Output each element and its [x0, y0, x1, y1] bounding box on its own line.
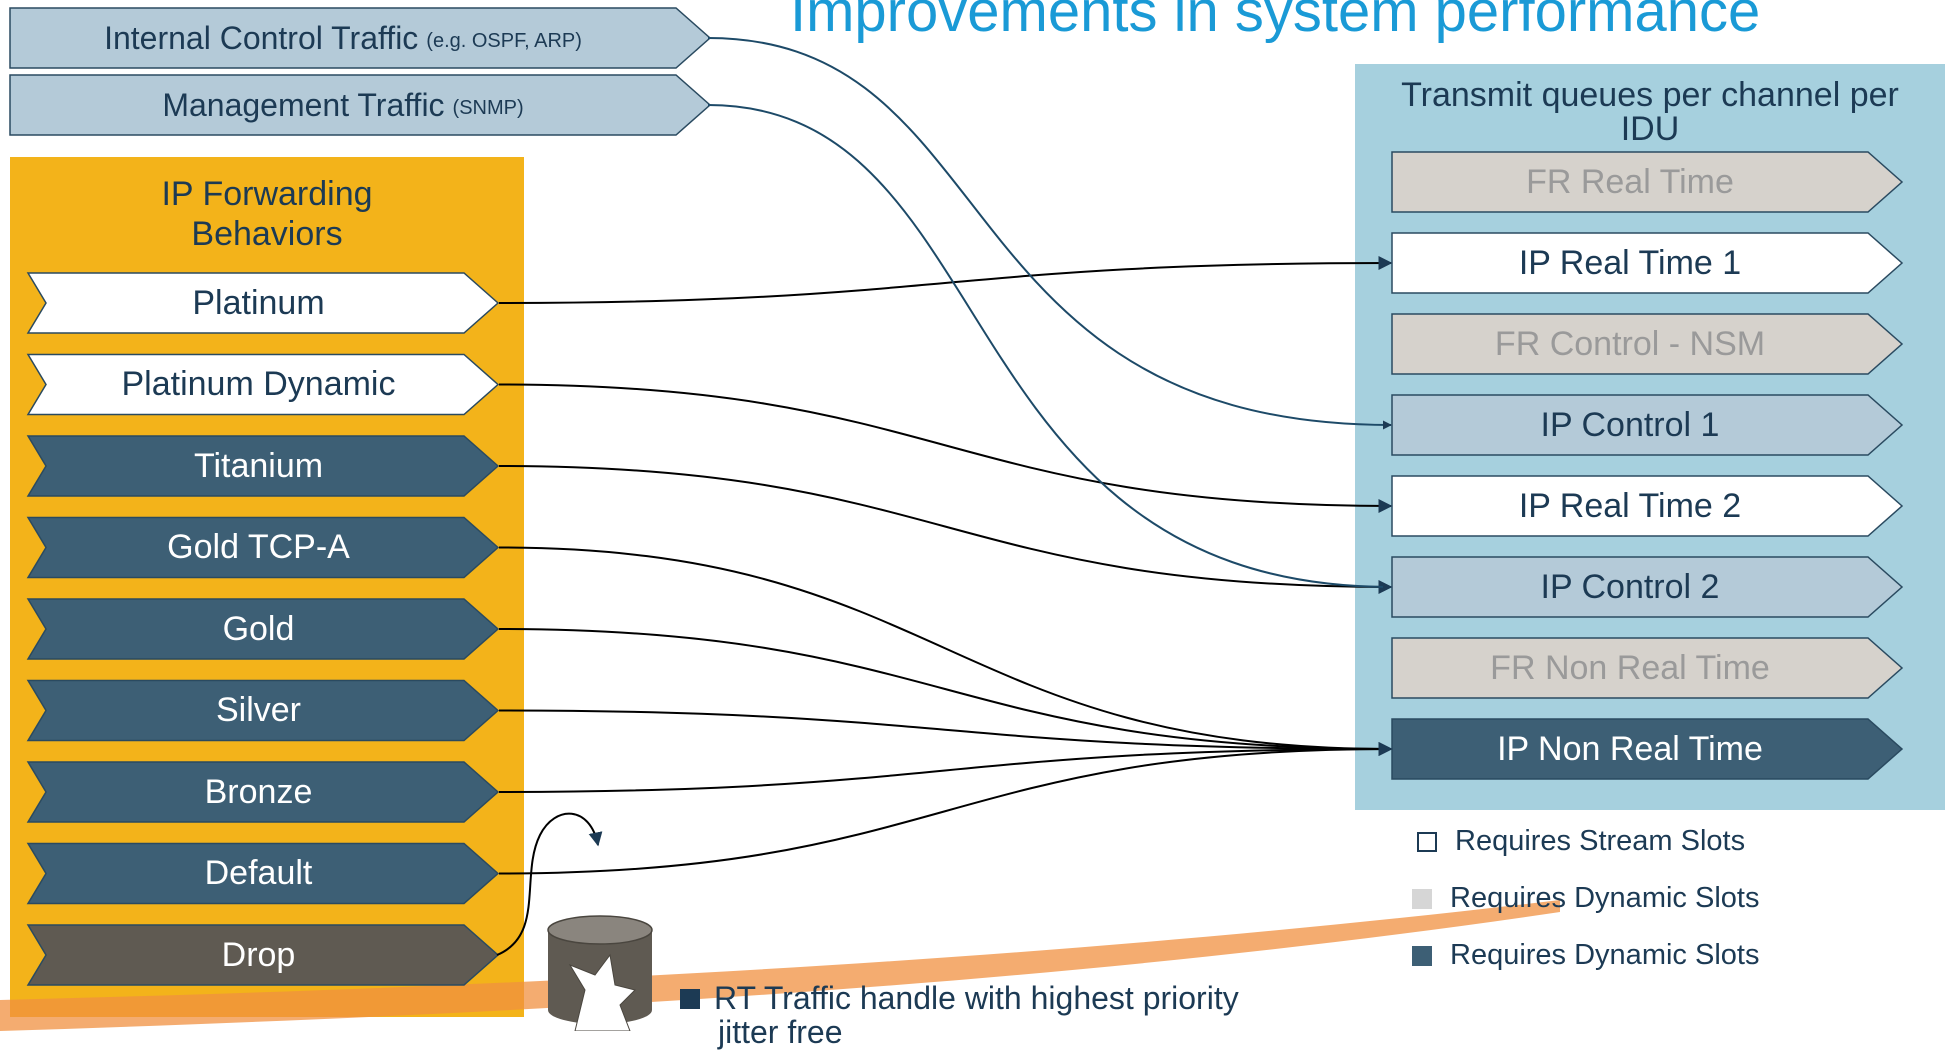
legend-label-stream: Requires Stream Slots [1455, 825, 1746, 857]
queue-chevron-3 [1391, 394, 1904, 456]
behavior-chevron-7 [26, 842, 500, 905]
queue-chevron-1 [1391, 232, 1904, 294]
queue-chevron-4 [1391, 475, 1904, 537]
connector-management [707, 104, 1392, 592]
behavior-chevron-8 [26, 924, 500, 986]
behavior-chevron-0 [26, 272, 500, 334]
queue-chevron-6 [1391, 637, 1904, 699]
legend-row-stream: Requires Stream Slots [1412, 825, 1745, 858]
input-box-1 [9, 74, 712, 136]
behavior-chevron-2 [26, 435, 500, 497]
queue-chevron-7 [1391, 718, 1904, 780]
connector-behavior-3 [498, 546, 1393, 756]
transmit-queues-title-line2: IDU [1620, 110, 1680, 148]
queue-chevron-0 [1391, 151, 1904, 213]
legend-swatch-light [1412, 888, 1432, 909]
behavior-chevron-1 [26, 353, 500, 416]
legend-swatch-dark [1412, 945, 1432, 966]
page-title: Improvements in system performance [790, 0, 1761, 44]
connector-behavior-2 [498, 465, 1393, 594]
decorative-swoosh [0, 900, 1560, 1031]
connector-internal-control [707, 37, 1392, 430]
ip-forwarding-title-line1: IP Forwarding [161, 175, 373, 213]
bullet-text-line2: jitter free [718, 1014, 843, 1050]
transmit-queues-title-line1: Transmit queues per channel per [1401, 76, 1899, 114]
legend-row-dynamic-light: Requires Dynamic Slots [1412, 882, 1759, 915]
drop-bin-icon [547, 915, 653, 1031]
connector-behavior-0 [498, 256, 1393, 304]
bullet-square-icon [680, 988, 700, 1009]
bullet-text-line1: RT Traffic handle with highest priority [714, 980, 1239, 1016]
queue-chevron-5 [1391, 556, 1904, 618]
legend-label-dynamic-light: Requires Dynamic Slots [1450, 882, 1760, 914]
legend-label-dynamic-dark: Requires Dynamic Slots [1450, 939, 1760, 971]
queue-chevron-2 [1391, 313, 1904, 375]
legend-row-dynamic-dark: Requires Dynamic Slots [1412, 939, 1759, 972]
connector-behavior-4 [498, 628, 1393, 756]
connector-behavior-6 [498, 742, 1393, 793]
behavior-chevron-3 [26, 516, 500, 579]
behavior-chevron-6 [26, 761, 500, 823]
bullet-point: RT Traffic handle with highest priority [680, 980, 1239, 1017]
ip-forwarding-title-line2: Behaviors [191, 215, 343, 253]
transmit-queues-title: Transmit queues per channel per IDU [1355, 78, 1945, 146]
behavior-chevron-4 [26, 598, 500, 660]
connector-behavior-1 [498, 383, 1393, 513]
legend-swatch-white [1417, 831, 1437, 852]
behavior-chevron-5 [26, 679, 500, 742]
ip-forwarding-title: IP Forwarding Behaviors [10, 174, 524, 254]
input-box-0 [9, 7, 712, 69]
connector-behavior-5 [498, 709, 1393, 756]
connector-drop [496, 812, 603, 956]
connector-behavior-7 [498, 742, 1393, 875]
